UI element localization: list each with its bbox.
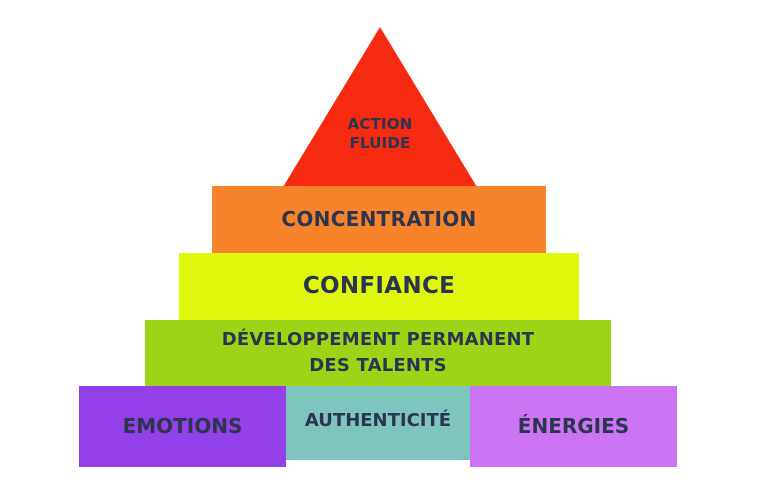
apex-label: ACTION FLUIDE <box>283 115 477 153</box>
tier-developpement-label-line1: DÉVELOPPEMENT PERMANENT <box>221 328 535 350</box>
base-energies-label: ÉNERGIES <box>517 414 630 438</box>
tier-confiance: CONFIANCE <box>179 253 579 320</box>
base-authenticite-label: AUTHENTICITÉ <box>304 410 452 431</box>
tier-developpement: DÉVELOPPEMENT PERMANENT DES TALENTS <box>145 320 611 386</box>
apex-triangle: ACTION FLUIDE <box>283 27 477 187</box>
base-emotions-label: EMOTIONS <box>122 414 243 438</box>
apex-label-line2: FLUIDE <box>349 133 411 152</box>
base-emotions: EMOTIONS <box>79 386 286 467</box>
tier-developpement-label: DÉVELOPPEMENT PERMANENT DES TALENTS <box>222 327 535 379</box>
base-energies: ÉNERGIES <box>470 386 677 467</box>
base-authenticite: AUTHENTICITÉ <box>286 386 470 460</box>
apex-label-line1: ACTION <box>347 115 413 133</box>
tier-concentration-label: CONCENTRATION <box>281 207 477 231</box>
tier-confiance-label: CONFIANCE <box>302 273 456 300</box>
apex-triangle-shape <box>283 27 477 187</box>
tier-concentration: CONCENTRATION <box>212 186 546 253</box>
tier-developpement-label-line2: DES TALENTS <box>309 355 447 376</box>
